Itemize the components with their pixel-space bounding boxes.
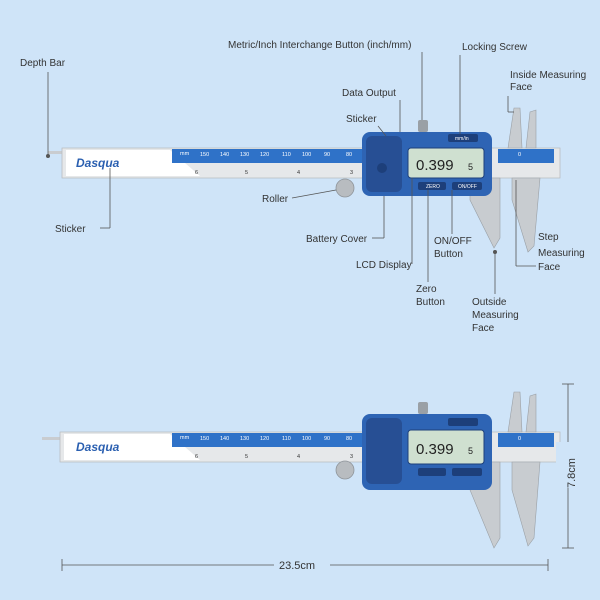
scale-tick-label: 120 <box>260 152 269 158</box>
inch-tick-label: 4 <box>297 170 300 176</box>
label-battery-cover: Battery Cover <box>306 234 368 245</box>
lcd-unit: 5 <box>468 162 473 172</box>
inch-tick-label: 3 <box>350 454 353 460</box>
inch-tick-label: 4 <box>297 454 300 460</box>
lcd-display <box>407 147 485 179</box>
label-step-2: Measuring <box>538 248 585 259</box>
scale-tick-label: 110 <box>282 152 291 158</box>
mm-in-button[interactable] <box>448 134 478 142</box>
length-dimension-label: 23.5cm <box>279 560 315 572</box>
lcd-value: 0.399 <box>416 157 454 174</box>
scale-tick-label: 80 <box>346 152 352 158</box>
scale-tick-label: 100 <box>302 152 311 158</box>
zero-button-bottom[interactable] <box>418 468 446 476</box>
scale-tick-label: 140 <box>220 436 229 442</box>
scale-strip <box>172 149 372 163</box>
label-outside-3: Face <box>472 323 495 334</box>
lcd-value-bottom: 0.399 <box>416 441 454 458</box>
label-inside-measuring-2: Face <box>510 82 533 93</box>
label-outside-1: Outside <box>472 297 507 308</box>
label-outside-2: Measuring <box>472 310 519 321</box>
roller[interactable] <box>335 178 355 198</box>
label-sticker-left: Sticker <box>55 224 86 235</box>
label-onoff-2: Button <box>434 249 463 260</box>
mm-in-button-bottom[interactable] <box>448 418 478 426</box>
svg-text:mm: mm <box>180 435 190 441</box>
inch-ticks-bottom: 6 5 4 3 <box>195 454 353 460</box>
inside-jaw-2 <box>525 109 537 149</box>
label-roller: Roller <box>262 194 289 205</box>
brand-logo-bottom: Dasqua <box>76 440 120 454</box>
onoff-button[interactable] <box>452 182 482 190</box>
scale-ticks-bottom: 150 140 130 120 110 100 90 80 0 <box>200 436 521 442</box>
inch-tick-label: 5 <box>245 454 248 460</box>
scale-tick-label: 140 <box>220 152 229 158</box>
scale-tick-label: 120 <box>260 436 269 442</box>
scale-tick-label: 90 <box>324 152 330 158</box>
onoff-button-bottom[interactable] <box>452 468 482 476</box>
svg-text:ZERO: ZERO <box>426 184 440 190</box>
scale-tick-label: 150 <box>200 436 209 442</box>
scale-unit: mm <box>180 151 190 157</box>
scale-tick-label: 100 <box>302 436 311 442</box>
scale-tick-label: 150 <box>200 152 209 158</box>
lcd-display-bottom <box>407 429 485 465</box>
label-zero-1: Zero <box>416 284 437 295</box>
outside-jaw-fixed <box>511 177 541 253</box>
svg-text:ON/OFF: ON/OFF <box>458 184 477 190</box>
height-dimension-label: 7.8cm <box>566 458 578 488</box>
label-step-1: Step <box>538 232 559 243</box>
inch-tick-label: 5 <box>245 170 248 176</box>
zero-button[interactable] <box>418 182 446 190</box>
inside-jaw-1 <box>507 107 523 149</box>
scale-tick-label: 110 <box>282 436 291 442</box>
label-lcd-display: LCD Display <box>356 260 412 271</box>
label-step-3: Face <box>538 262 561 273</box>
scale-tick-label: 90 <box>324 436 330 442</box>
inch-ticks: 6 5 4 3 <box>195 170 353 176</box>
scale-tick-label: 0 <box>518 436 521 442</box>
roller-bottom[interactable] <box>335 460 355 480</box>
scale-tick-label: 80 <box>346 436 352 442</box>
scale-tick-label: 130 <box>240 436 249 442</box>
inch-tick-label: 3 <box>350 170 353 176</box>
bottom-caliper: Dasqua mm 150 140 130 120 110 100 90 80 0 6 5 4 3 0… <box>42 391 561 549</box>
annotations: Depth Bar Sticker Metric/Inch Interchang… <box>20 40 586 334</box>
depth-bar <box>48 151 68 154</box>
label-zero-2: Button <box>416 297 445 308</box>
inch-tick-label: 6 <box>195 170 198 176</box>
scale-strip-right <box>498 149 554 163</box>
svg-text:mm/in: mm/in <box>455 136 469 142</box>
dimension-lines: 7.8cm 23.5cm <box>61 383 580 573</box>
label-sticker-top: Sticker <box>346 114 377 125</box>
brand-sticker <box>66 150 200 176</box>
label-inside-measuring-1: Inside Measuring <box>510 70 586 81</box>
svg-text:5: 5 <box>468 446 473 456</box>
scale-ticks: 150 140 130 120 110 100 90 80 0 <box>200 152 521 158</box>
label-data-output: Data Output <box>342 88 396 99</box>
scale-tick-label: 0 <box>518 152 521 158</box>
label-metric-button: Metric/Inch Interchange Button (inch/mm) <box>228 40 411 51</box>
brand-logo: Dasqua <box>76 156 120 170</box>
label-locking-screw: Locking Screw <box>462 42 528 53</box>
label-onoff-1: ON/OFF <box>434 236 472 247</box>
scale-tick-label: 130 <box>240 152 249 158</box>
inch-tick-label: 6 <box>195 454 198 460</box>
locking-screw <box>418 120 428 132</box>
top-caliper: Dasqua mm 150 140 130 120 110 100 90 80 0 6 5 4 3 0… <box>48 107 561 253</box>
label-depth-bar: Depth Bar <box>20 58 66 69</box>
